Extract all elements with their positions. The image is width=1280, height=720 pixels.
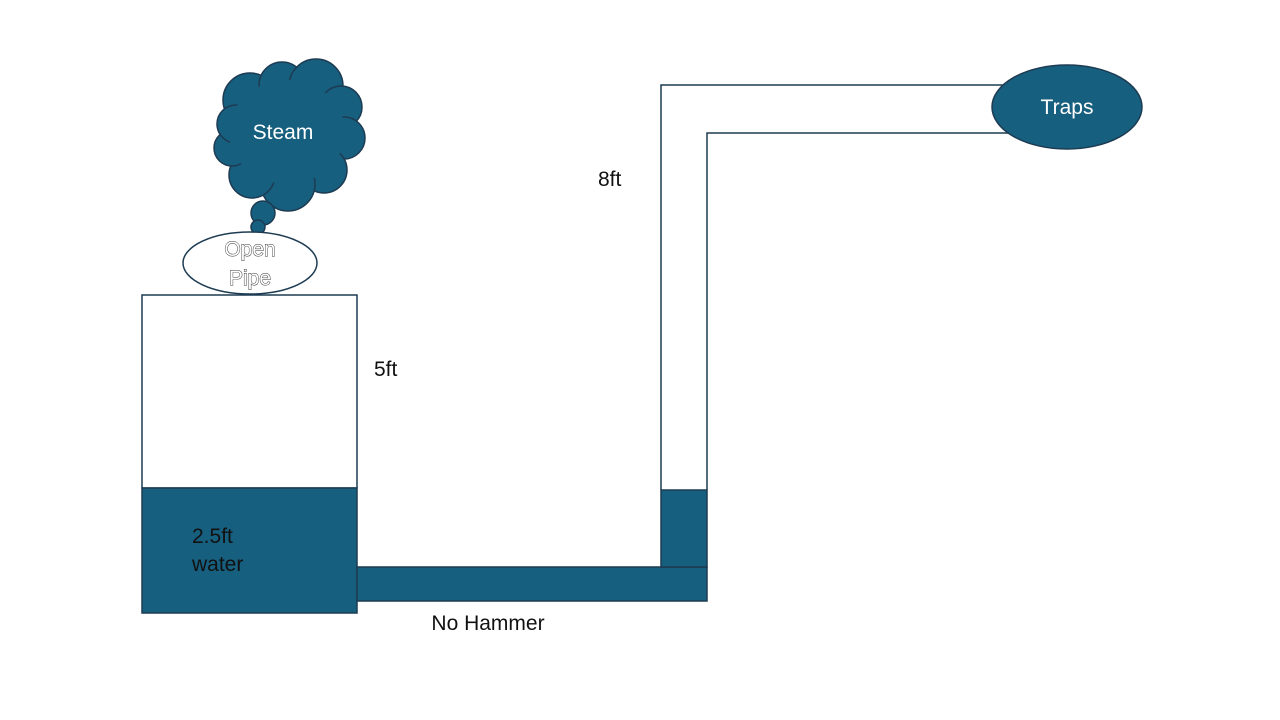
traps-ellipse: [991, 64, 1143, 150]
open-pipe-ellipse: [182, 231, 318, 295]
no-hammer-label: No Hammer: [431, 612, 544, 635]
open-pipe-label-line1: Open: [224, 238, 275, 261]
tank-height-label: 5ft: [374, 358, 398, 381]
steam-label: Steam: [253, 121, 314, 144]
riser-inner-wall: [706, 132, 1008, 490]
water-label-line2: water: [191, 553, 243, 576]
horizontal-pipe: [356, 566, 708, 602]
open-pipe-label-line2: Pipe: [229, 267, 271, 290]
steam-cloud: [213, 58, 366, 235]
riser-outer-wall: [660, 84, 1005, 490]
riser-water-section: [660, 489, 708, 568]
riser-height-label: 8ft: [598, 168, 622, 191]
water-label-line1: 2.5ft: [192, 525, 233, 548]
tank-water-section: [141, 487, 358, 614]
traps-label: Traps: [1041, 96, 1094, 119]
tank-empty-section: [141, 294, 358, 489]
